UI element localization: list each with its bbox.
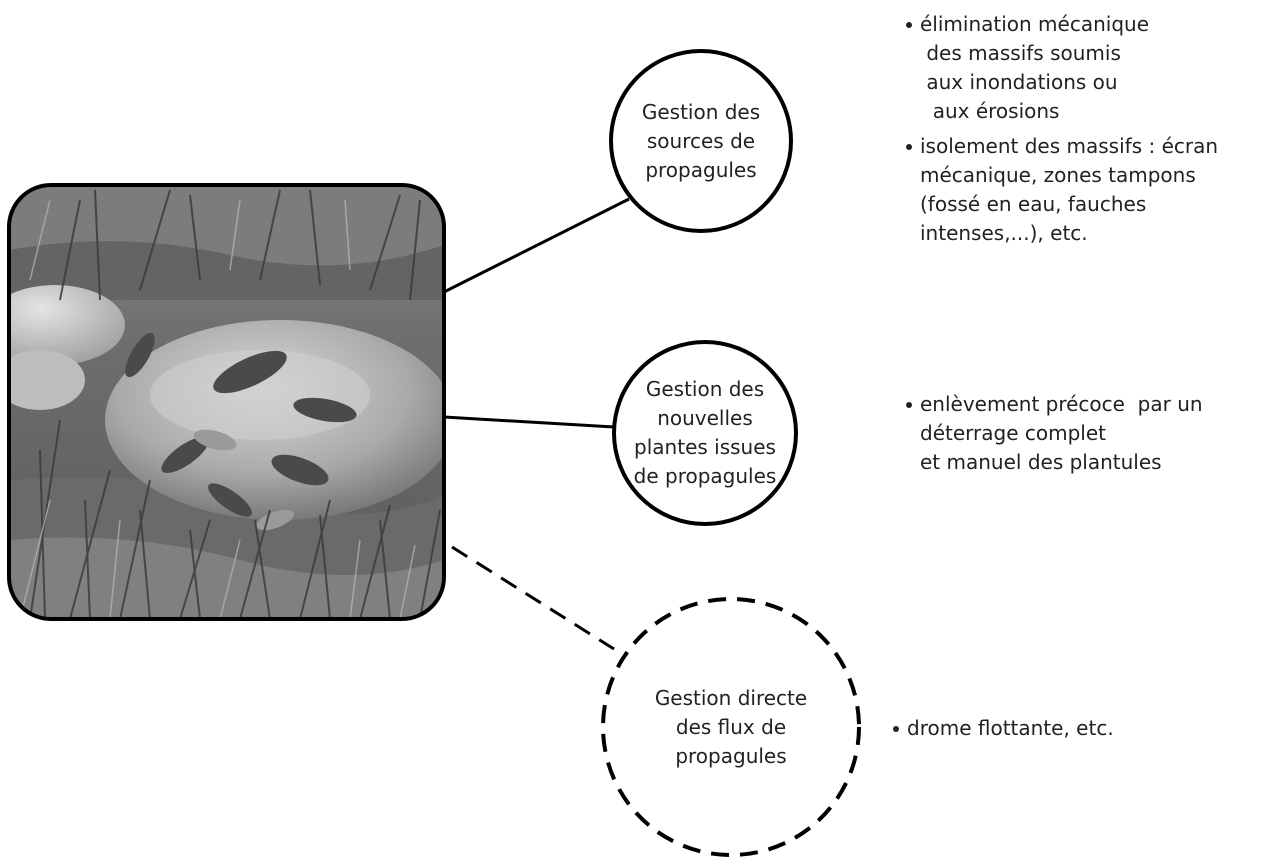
label-line: propagules [675, 743, 787, 768]
bullet-line: élimination mécanique [920, 12, 1150, 36]
bullet-line: drome flottante, etc. [907, 716, 1114, 740]
bullet-item: drome flottante, etc. [893, 714, 1253, 743]
bullet-item: isolement des massifs : écran mécanique,… [906, 132, 1266, 248]
connector-nouvelles [443, 415, 615, 429]
circle-label-flux: Gestion directe des flux de propagules [631, 627, 831, 827]
circle-sources [609, 49, 793, 233]
label-line: Gestion des [641, 99, 761, 124]
bullet-line: (fossé en eau, fauches [920, 192, 1147, 216]
bullet-line: intenses,...), etc. [920, 221, 1088, 245]
bullet-dot-icon [906, 22, 912, 28]
circle-nouvelles [612, 340, 798, 526]
bullets-nouvelles: enlèvement précoce par un déterrage comp… [906, 390, 1266, 477]
bullet-line: déterrage complet [920, 421, 1106, 445]
bullet-line: des massifs soumis [920, 41, 1121, 65]
bullet-line: aux inondations ou [920, 70, 1118, 94]
bullet-line: enlèvement précoce par un [920, 392, 1203, 416]
label-line: des flux de [675, 714, 787, 739]
bullet-line: isolement des massifs : écran [920, 134, 1219, 158]
label-line: Gestion des [645, 377, 765, 401]
bullet-item: enlèvement précoce par un déterrage comp… [906, 390, 1266, 477]
bullet-dot-icon [906, 144, 912, 150]
connector-flux [451, 545, 615, 651]
bullet-line: aux érosions [920, 99, 1060, 123]
label-line: nouvelles [657, 406, 753, 430]
label-line: sources de [646, 128, 756, 153]
circle-label-sources: Gestion des sources de propagules [611, 51, 791, 231]
bullet-dot-icon [893, 726, 899, 732]
label-line: Gestion directe [654, 685, 808, 710]
circle-label-nouvelles: Gestion des nouvelles plantes issues de … [614, 342, 796, 524]
bullet-dot-icon [906, 402, 912, 408]
label-line: propagules [645, 157, 757, 182]
connector-sources [443, 197, 630, 294]
bullet-line: et manuel des plantules [920, 450, 1162, 474]
photo-frame [7, 183, 446, 621]
circle-flux [601, 597, 861, 857]
label-line: de propagules [633, 464, 777, 488]
bullet-item: élimination mécanique des massifs soumis… [906, 10, 1266, 126]
bullets-flux: drome flottante, etc. [893, 714, 1253, 743]
label-line: plantes issues [634, 435, 776, 459]
bullets-sources: élimination mécanique des massifs soumis… [906, 10, 1266, 248]
bullet-line: mécanique, zones tampons [920, 163, 1196, 187]
plant-photo [9, 185, 444, 619]
